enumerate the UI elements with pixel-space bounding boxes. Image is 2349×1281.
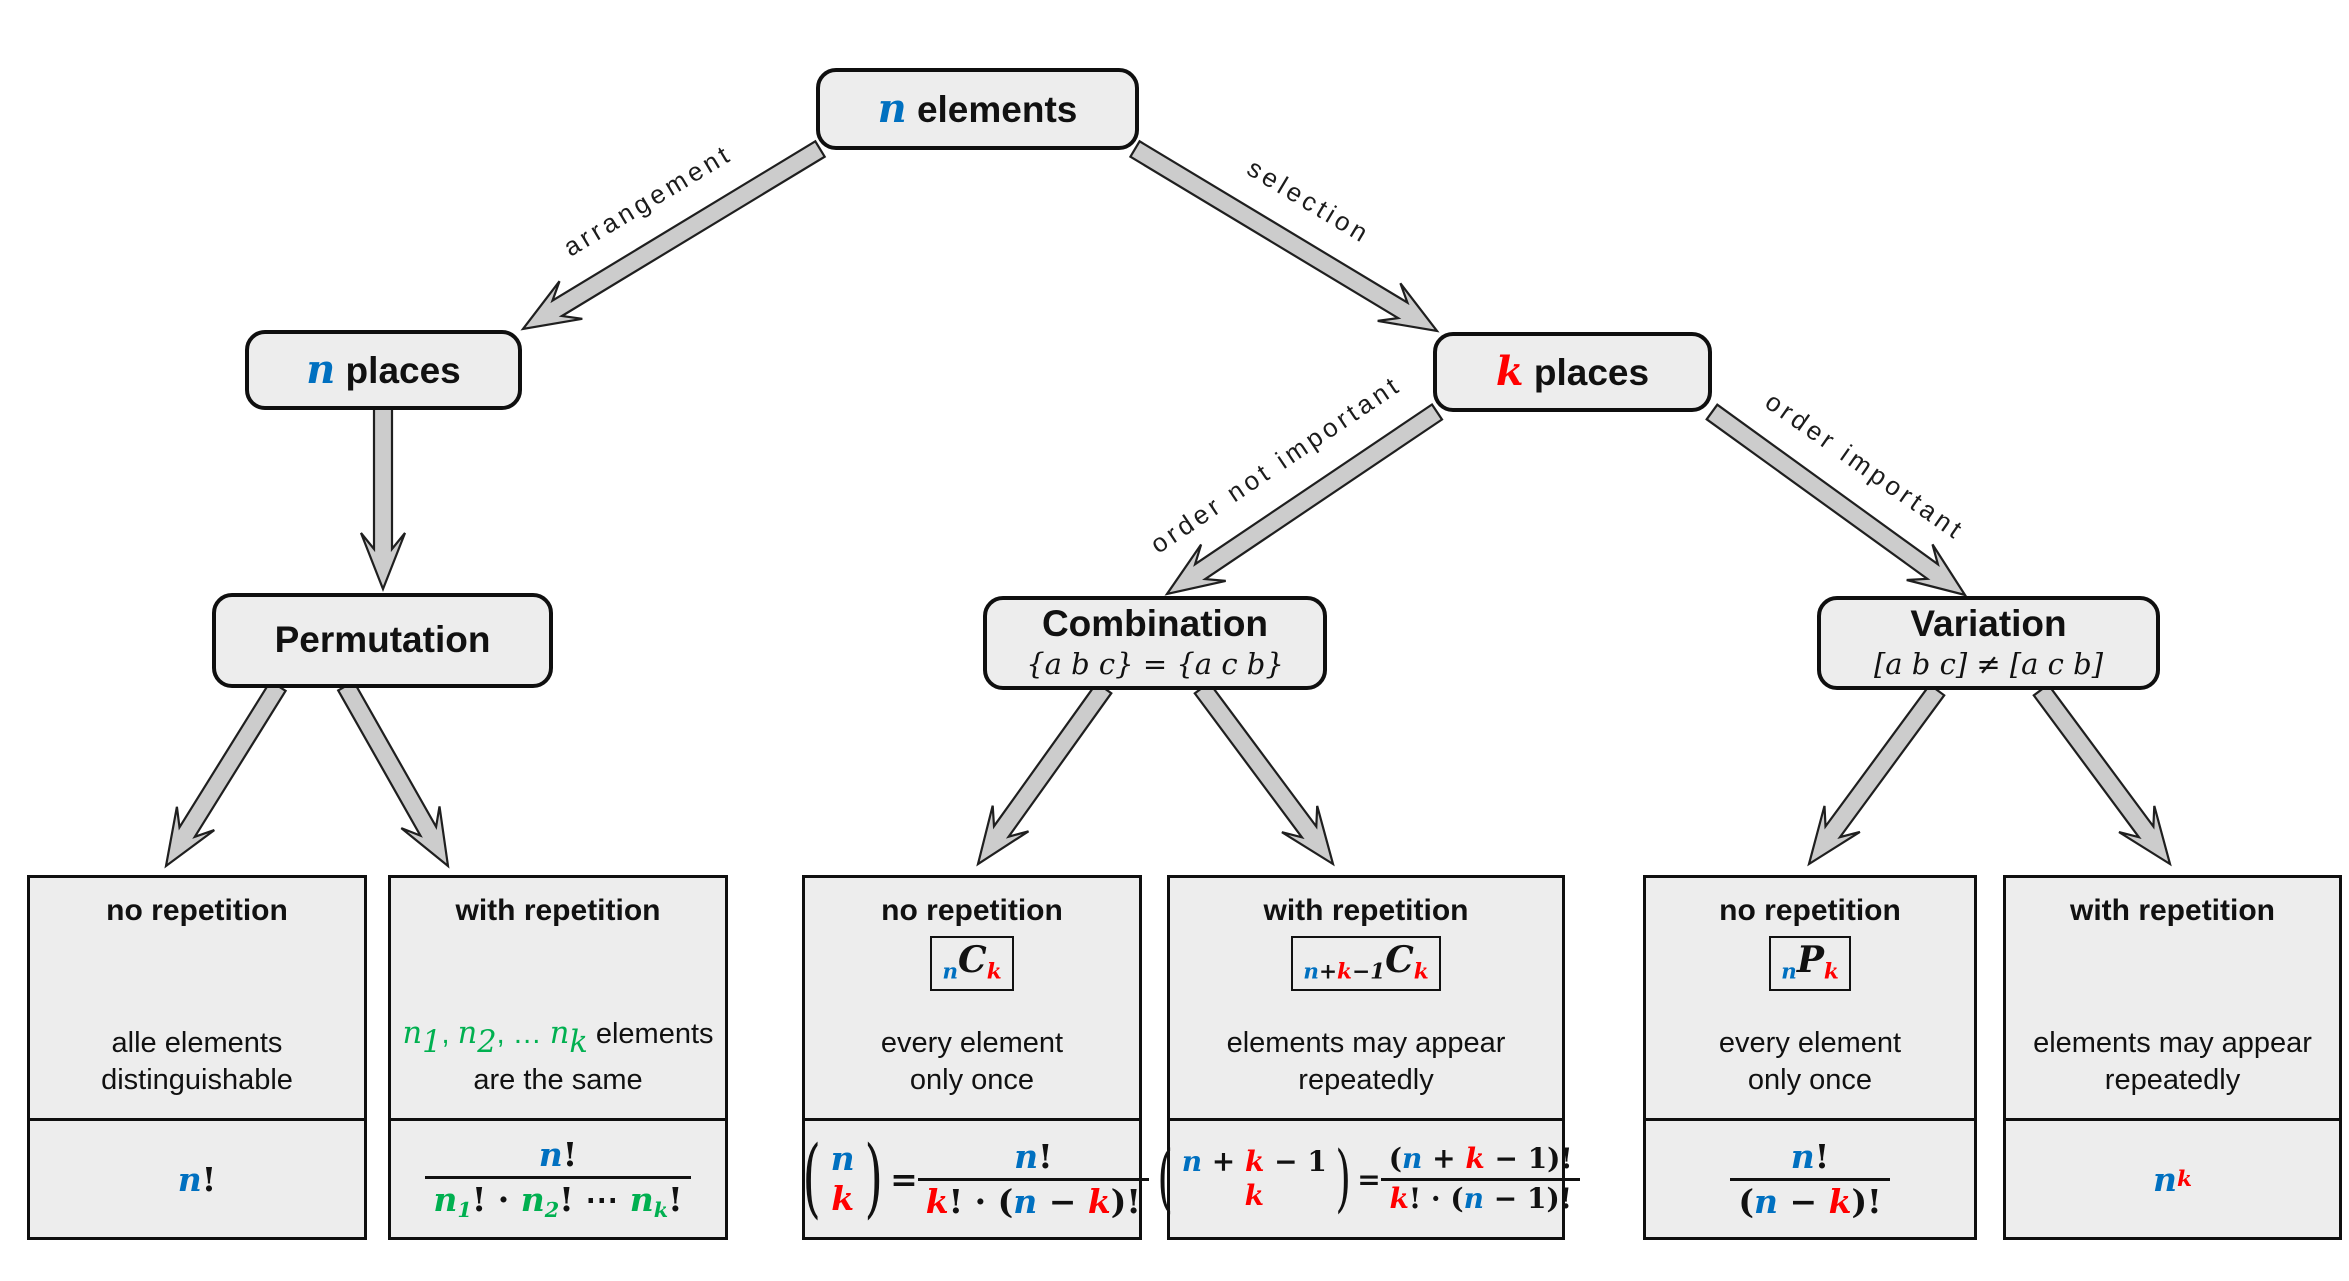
flow-arrow — [336, 680, 450, 869]
card-top: with repetition n+k−1Ck elements may app… — [1170, 878, 1562, 1118]
card-top: with repetition elements may appear repe… — [2006, 878, 2339, 1118]
flow-arrow — [1193, 681, 1335, 867]
node-title: k places — [1495, 348, 1650, 396]
card-title: with repetition — [2070, 894, 2275, 927]
node-title: Combination — [1041, 602, 1269, 644]
card-top: no repetition nCk every element only onc… — [805, 878, 1139, 1118]
card-formula: n!n1! · n2! ⋯ nk! — [391, 1118, 725, 1237]
node-title: Permutation — [274, 619, 491, 661]
notation-badge: nCk — [930, 936, 1014, 992]
card-permutation-with-repetition: with repetition n1, n2, … nk elements ar… — [388, 875, 728, 1240]
node-variation: Variation [a b c] ≠ [a c b] — [1817, 596, 2160, 690]
flow-arrow — [1128, 139, 1440, 333]
flow-arrow — [976, 681, 1113, 867]
node-title: Variation — [1910, 602, 2067, 644]
card-description: elements may appear repeatedly — [1226, 1026, 1506, 1097]
node-n-places: n places — [245, 330, 522, 410]
flow-arrow — [164, 679, 288, 869]
node-k-places: k places — [1433, 332, 1712, 412]
flow-arrow — [520, 139, 827, 331]
card-description: elements may appear repeatedly — [2033, 1026, 2312, 1097]
card-formula: n!(n − k)! — [1646, 1118, 1974, 1237]
card-combination-no-repetition: no repetition nCk every element only onc… — [802, 875, 1149, 1240]
node-title: n elements — [877, 85, 1078, 133]
node-n-elements: n elements — [816, 68, 1139, 150]
flow-arrow — [1164, 402, 1444, 596]
card-permutation-no-repetition: no repetition alle elements distinguisha… — [27, 875, 367, 1240]
card-description: every element only once — [1718, 1026, 1902, 1097]
flow-arrow — [2032, 683, 2172, 867]
card-description: n1, n2, … nk elements are the same — [402, 1015, 714, 1097]
notation-badge: n+k−1Ck — [1291, 936, 1441, 992]
card-top: with repetition n1, n2, … nk elements ar… — [391, 878, 725, 1118]
node-combination: Combination {a b c} = {a c b} — [983, 596, 1327, 690]
card-variation-no-repetition: no repetition nPk every element only onc… — [1643, 875, 1977, 1240]
node-title: n places — [306, 346, 461, 394]
card-variation-with-repetition: with repetition elements may appear repe… — [2003, 875, 2342, 1240]
card-description: alle elements distinguishable — [101, 1026, 293, 1097]
node-permutation: Permutation — [212, 593, 553, 688]
notation-badge: nPk — [1769, 936, 1851, 992]
flow-arrow — [359, 406, 407, 593]
card-title: no repetition — [1719, 894, 1901, 927]
flow-arrow — [1807, 683, 1946, 867]
card-top: no repetition alle elements distinguisha… — [30, 878, 364, 1118]
card-formula: n! — [30, 1118, 364, 1237]
card-title: with repetition — [455, 894, 661, 927]
node-subtitle: {a b c} = {a c b} — [1026, 647, 1284, 682]
card-description: every element only once — [880, 1026, 1064, 1097]
card-top: no repetition nPk every element only onc… — [1646, 878, 1974, 1118]
card-title: with repetition — [1263, 894, 1469, 927]
card-title: no repetition — [881, 894, 1063, 927]
node-subtitle: [a b c] ≠ [a c b] — [1873, 647, 2104, 682]
card-combination-with-repetition: with repetition n+k−1Ck elements may app… — [1158, 875, 1580, 1240]
card-title: no repetition — [106, 894, 288, 927]
flow-arrow — [1705, 403, 1968, 597]
